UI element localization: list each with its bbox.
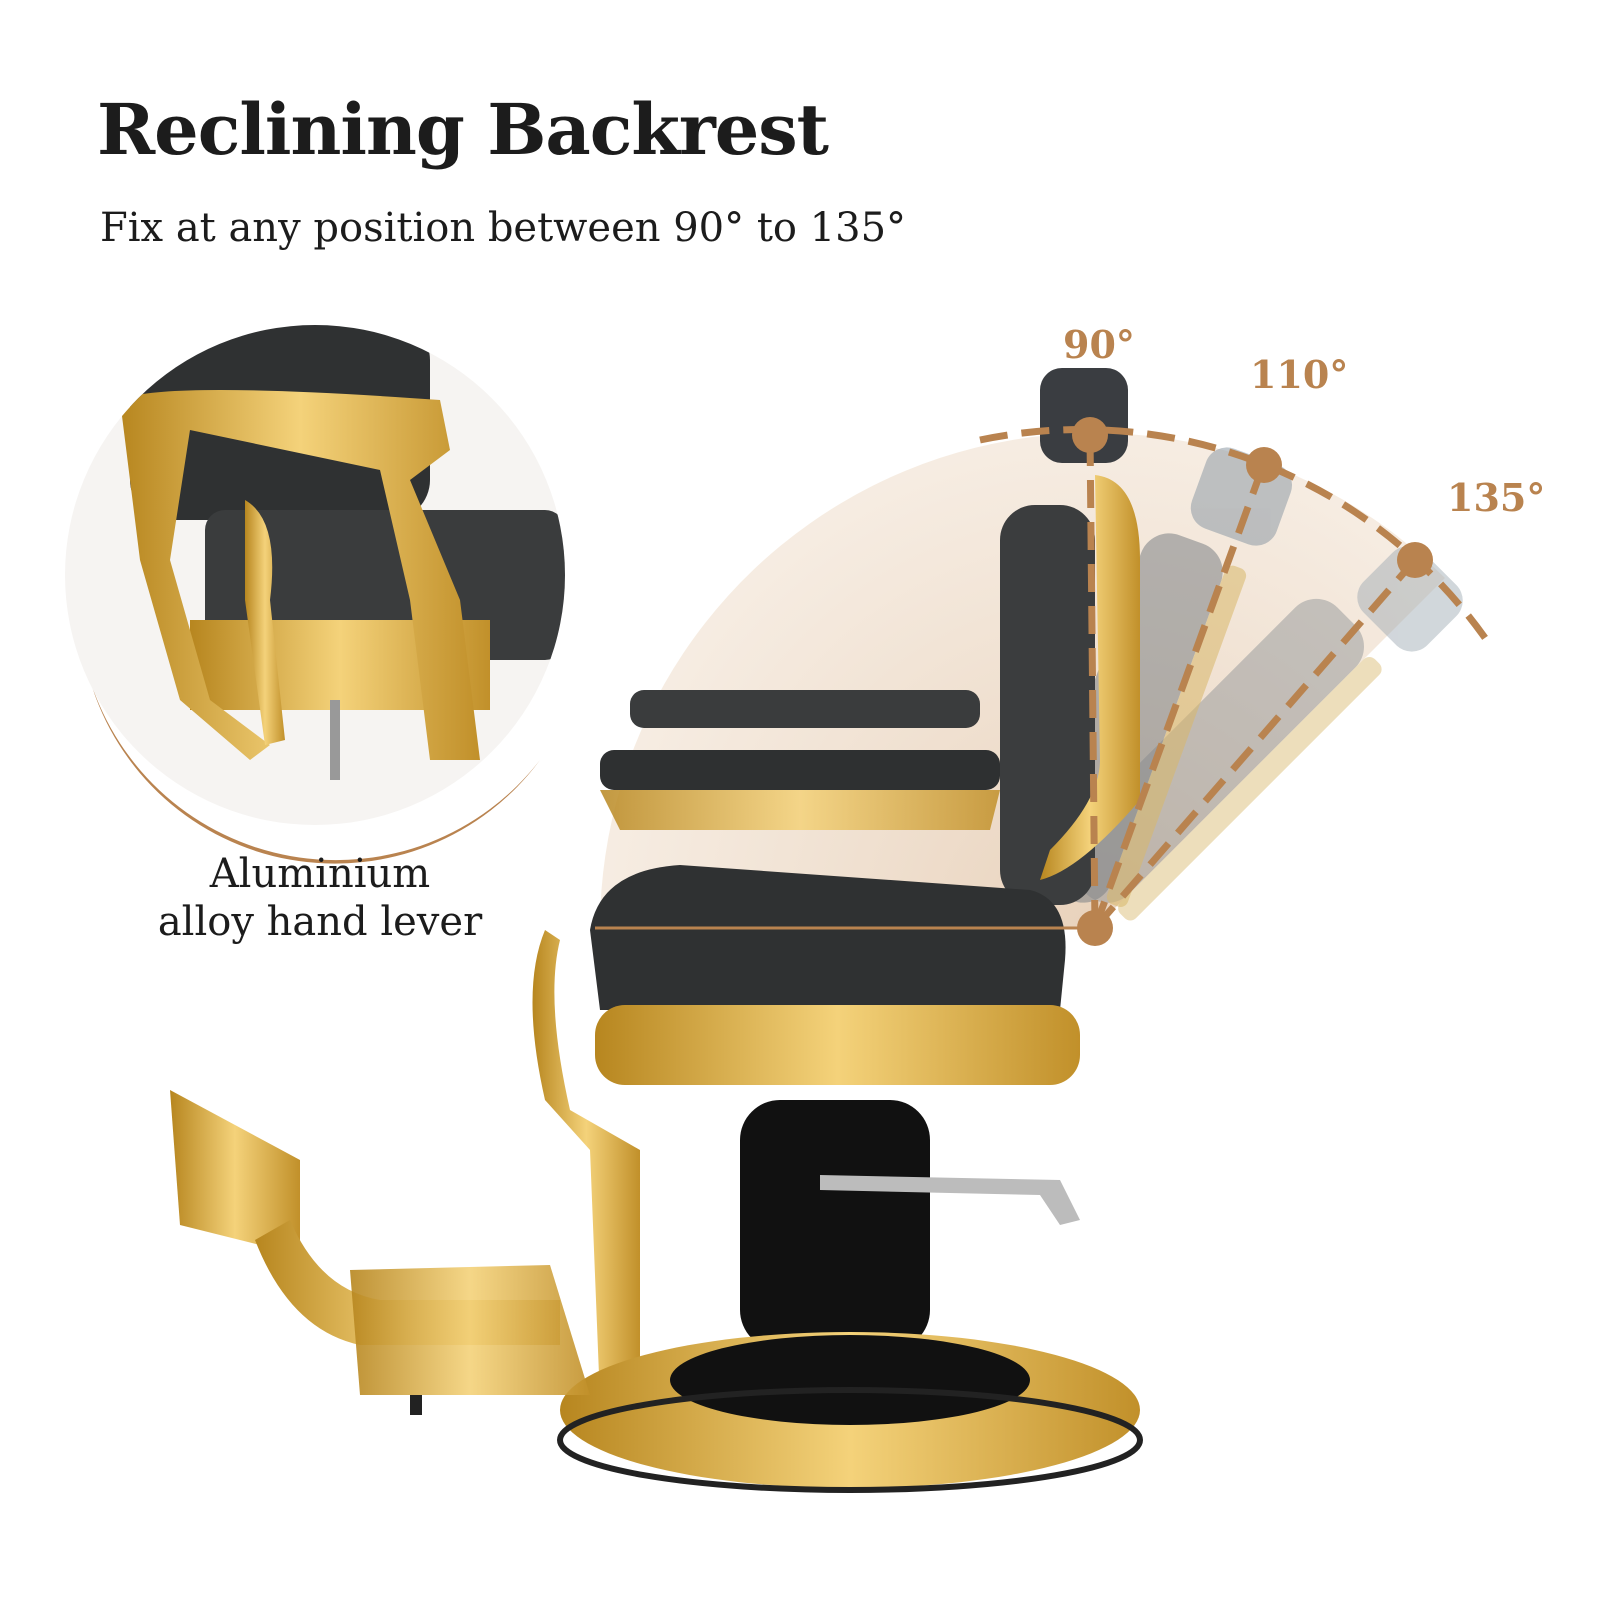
pump-column xyxy=(740,1100,930,1350)
angle-label-90: 90° xyxy=(1063,322,1135,367)
page-subtitle: Fix at any position between 90° to 135° xyxy=(100,205,907,251)
seat-cushion xyxy=(590,865,1066,1010)
angle-dot-110 xyxy=(1246,447,1282,483)
footrest xyxy=(170,1090,300,1255)
inset-hand-lever xyxy=(65,325,565,864)
page-title: Reclining Backrest xyxy=(97,88,829,171)
angle-dot-135 xyxy=(1397,542,1433,578)
side-frame xyxy=(532,930,640,1400)
angle-dot-90 xyxy=(1072,417,1108,453)
inset-caption-line2: alloy hand lever xyxy=(157,899,483,945)
inset-caption-line1: Aluminium xyxy=(209,851,431,897)
pivot-dot xyxy=(1077,910,1113,946)
recline-guides xyxy=(979,426,1493,931)
angle-label-135: 135° xyxy=(1447,475,1546,520)
inset-caption: Aluminium alloy hand lever xyxy=(110,850,530,946)
angle-label-110: 110° xyxy=(1250,352,1349,397)
armrest-front xyxy=(600,750,1000,790)
seat-frame xyxy=(595,1005,1080,1085)
backrest-90 xyxy=(1000,368,1140,905)
armrest-back xyxy=(630,690,980,728)
